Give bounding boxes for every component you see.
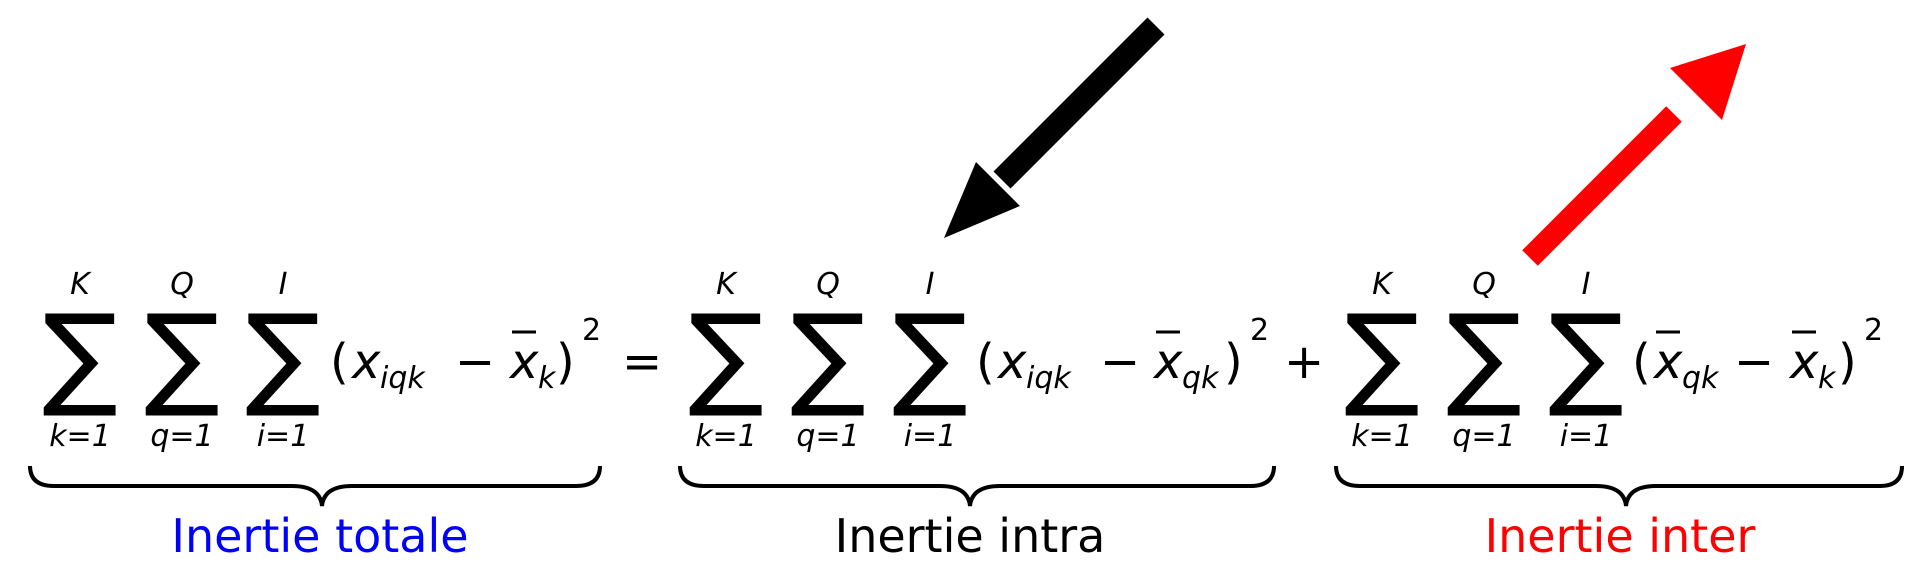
close-paren: ) — [556, 334, 575, 390]
subscript-iqk: iqk — [1026, 361, 1072, 396]
arrow-inter — [1522, 44, 1746, 266]
lower-limit-k: k=1 — [1351, 419, 1413, 454]
label-inertie-inter: Inertie inter — [1485, 509, 1756, 563]
sigma-symbol: ∑ — [1344, 291, 1419, 421]
close-paren: ) — [1224, 334, 1243, 390]
underbrace-left — [28, 465, 602, 507]
upper-limit-Q: Q — [816, 267, 840, 302]
power-2: 2 — [582, 313, 601, 348]
lower-limit-q: q=1 — [796, 419, 859, 454]
upper-limit-K: K — [716, 267, 738, 302]
open-paren: ( — [976, 334, 995, 390]
arrow-intra — [944, 17, 1165, 238]
arrow-inter-head — [1670, 44, 1746, 120]
mean-x: x — [1788, 334, 1819, 390]
subscript-k: k — [538, 361, 557, 396]
lower-limit-i: i=1 — [1560, 419, 1613, 454]
subscript-k: k — [1818, 361, 1837, 396]
sum-block-left: K Q I ∑ ∑ ∑ k=1 q=1 i=1 ( x iqk − x k ) … — [28, 267, 602, 563]
arrow-intra-head — [944, 162, 1020, 238]
lower-limit-k: k=1 — [695, 419, 757, 454]
underbrace-middle — [678, 465, 1276, 507]
upper-limit-I: I — [926, 267, 935, 302]
sigma-symbol: ∑ — [892, 291, 967, 421]
upper-limit-I: I — [279, 267, 288, 302]
minus-sign: − — [1734, 334, 1774, 390]
sigma-symbol: ∑ — [245, 291, 320, 421]
label-inertie-intra: Inertie intra — [835, 509, 1106, 563]
subscript-qk: qk — [1182, 361, 1220, 396]
sigma-symbol: ∑ — [42, 291, 117, 421]
upper-limit-Q: Q — [170, 267, 194, 302]
label-inertie-totale: Inertie totale — [171, 509, 468, 563]
term-middle: ( x iqk − x qk ) 2 — [976, 313, 1269, 396]
sigma-symbol: ∑ — [790, 291, 865, 421]
subscript-qk: qk — [1682, 361, 1720, 396]
lower-limit-i: i=1 — [257, 419, 310, 454]
arrow-inter-shaft — [1522, 106, 1682, 266]
sigma-symbol: ∑ — [1446, 291, 1521, 421]
upper-limit-I: I — [1582, 267, 1591, 302]
open-paren: ( — [330, 334, 349, 390]
variable-x: x — [350, 334, 381, 390]
arrow-intra-shaft — [993, 17, 1165, 189]
power-2: 2 — [1864, 313, 1883, 348]
close-paren: ) — [1838, 334, 1857, 390]
open-paren: ( — [1632, 334, 1651, 390]
sigma-symbol: ∑ — [144, 291, 219, 421]
mean-x: x — [508, 334, 539, 390]
sum-block-right: K Q I ∑ ∑ ∑ k=1 q=1 i=1 ( x qk − x k ) 2 — [1334, 267, 1904, 563]
mean-x: x — [1152, 334, 1183, 390]
upper-limit-K: K — [1372, 267, 1394, 302]
upper-limit-K: K — [70, 267, 92, 302]
lower-limit-i: i=1 — [904, 419, 957, 454]
sum-block-middle: K Q I ∑ ∑ ∑ k=1 q=1 i=1 ( x iqk − x qk )… — [678, 267, 1276, 563]
minus-sign: − — [455, 334, 495, 390]
power-2: 2 — [1250, 313, 1269, 348]
lower-limit-k: k=1 — [49, 419, 111, 454]
lower-limit-q: q=1 — [1452, 419, 1515, 454]
sigma-symbol: ∑ — [688, 291, 763, 421]
term-right: ( x qk − x k ) 2 — [1632, 313, 1883, 396]
minus-sign: − — [1100, 334, 1140, 390]
subscript-iqk: iqk — [380, 361, 426, 396]
sigma-symbol: ∑ — [1548, 291, 1623, 421]
lower-limit-q: q=1 — [150, 419, 213, 454]
underbrace-right — [1334, 465, 1904, 507]
mean-x: x — [1652, 334, 1683, 390]
term-left: ( x iqk − x k ) 2 — [330, 313, 601, 396]
variable-x: x — [996, 334, 1027, 390]
plus-sign: + — [1284, 334, 1324, 390]
equals-sign: = — [622, 334, 662, 390]
upper-limit-Q: Q — [1472, 267, 1496, 302]
